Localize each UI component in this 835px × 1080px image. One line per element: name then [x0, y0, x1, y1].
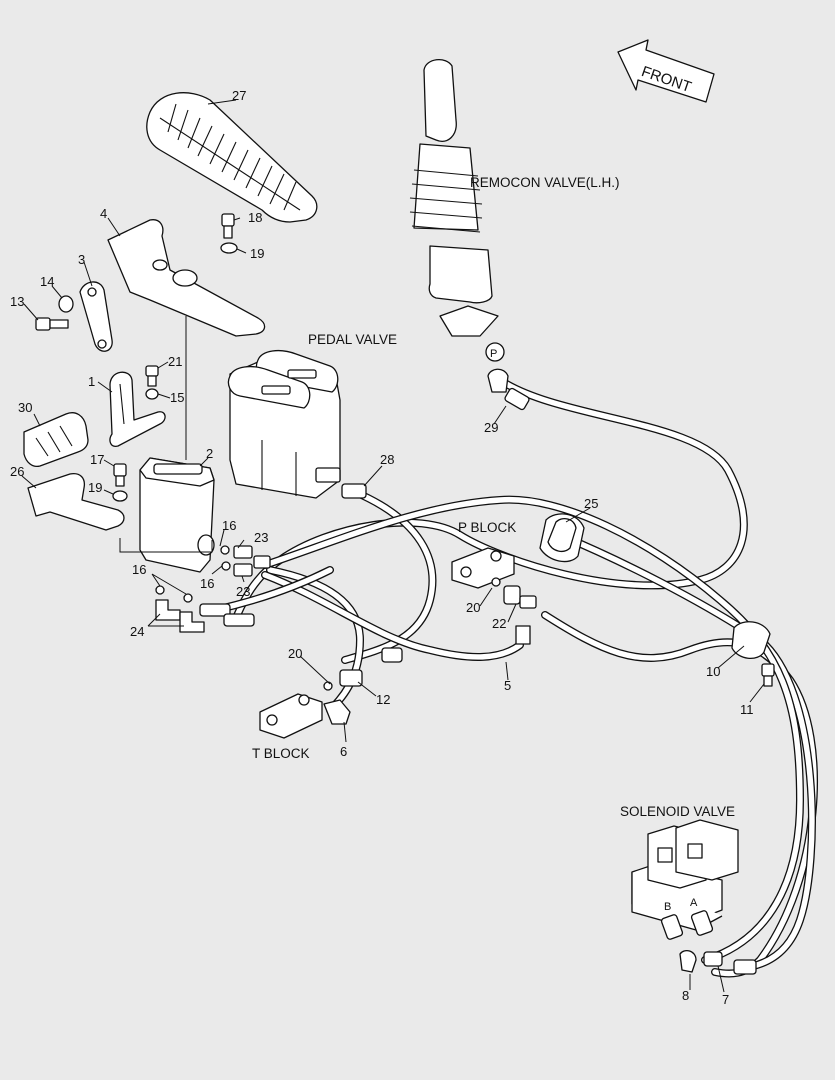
- p-block: [451, 547, 515, 589]
- callout-23-upper: 23: [254, 530, 268, 545]
- bolt-17: [113, 463, 127, 487]
- fitting-28: [341, 483, 367, 499]
- callout-21: 21: [168, 354, 182, 369]
- pedal-cover-27: [146, 92, 318, 223]
- callout-11: 11: [740, 702, 754, 717]
- pedal-valve-caption: PEDAL VALVE: [308, 332, 397, 347]
- callout-1: 1: [88, 374, 95, 389]
- callout-8: 8: [682, 988, 689, 1003]
- remocon-valve-caption: REMOCON VALVE(L.H.): [470, 175, 620, 190]
- callout-16-upper: 16: [222, 518, 236, 533]
- callout-16-left: 16: [132, 562, 146, 577]
- p-block-caption: P BLOCK: [458, 520, 516, 535]
- fitting-12: [339, 647, 403, 687]
- callout-22: 22: [492, 616, 506, 631]
- callout-24: 24: [130, 624, 144, 639]
- washer-14: [58, 295, 74, 313]
- callout-4: 4: [100, 206, 107, 221]
- callout-12: 12: [376, 692, 390, 707]
- callout-20-pblock: 20: [466, 600, 480, 615]
- callout-27: 27: [232, 88, 246, 103]
- pedal-pad-30: [23, 412, 89, 468]
- callout-30: 30: [18, 400, 32, 415]
- pedal-valve-double: [227, 349, 341, 499]
- bolt-21: [145, 365, 159, 387]
- o-ring-20-bottom: [323, 681, 333, 691]
- callout-6: 6: [340, 744, 347, 759]
- t-block: [259, 693, 323, 739]
- callout-25: 25: [584, 496, 598, 511]
- clamp-25: [539, 513, 585, 563]
- bolt-18: [221, 213, 235, 239]
- bolt-13: [35, 317, 69, 331]
- callout-26: 26: [10, 464, 24, 479]
- bolt-11: [761, 663, 775, 687]
- callout-10: 10: [706, 664, 720, 679]
- callout-2: 2: [206, 446, 213, 461]
- pedal-bracket-4: [107, 219, 266, 337]
- solenoid-valve: B A: [631, 819, 757, 975]
- front-arrow: FRONT: [617, 39, 715, 103]
- fitting-22: [503, 585, 537, 645]
- washer-15: [145, 388, 159, 400]
- pedal-lever-3: [79, 281, 113, 352]
- elbow-6: [323, 699, 351, 725]
- remocon-port-p-label: P: [490, 348, 497, 360]
- hose-group: [211, 376, 818, 978]
- washer-19-top: [220, 242, 238, 254]
- fitting-29: [504, 387, 530, 411]
- fittings-23: [233, 545, 271, 577]
- port-b-label: B: [664, 901, 671, 913]
- callout-3: 3: [78, 252, 85, 267]
- bracket-1: [109, 371, 166, 447]
- callout-19: 19: [250, 246, 264, 261]
- pedal-plate-26: [27, 472, 125, 531]
- solenoid-valve-caption: SOLENOID VALVE: [620, 804, 735, 819]
- callout-7: 7: [722, 992, 729, 1007]
- callout-14: 14: [40, 274, 54, 289]
- o-ring-20-top: [491, 577, 501, 587]
- callout-13: 13: [10, 294, 24, 309]
- leader-lines: [21, 99, 765, 993]
- callout-23-lower: 23: [236, 584, 250, 599]
- washer-19-bottom: [112, 490, 128, 502]
- callout-18: 18: [248, 210, 262, 225]
- callout-16-mid: 16: [200, 576, 214, 591]
- remocon-valve: [409, 59, 509, 393]
- callout-19-lower: 19: [88, 480, 102, 495]
- callout-numbers: 27 18 19 4 3 14 13 1 21 15 30 26 17 19 2…: [10, 88, 754, 1007]
- callout-5: 5: [504, 678, 511, 693]
- pedal-valve-body-2: [139, 457, 215, 573]
- callout-17: 17: [90, 452, 104, 467]
- port-a-label: A: [690, 897, 698, 909]
- callout-28: 28: [380, 452, 394, 467]
- t-block-caption: T BLOCK: [252, 746, 310, 761]
- callout-29: 29: [484, 420, 498, 435]
- callout-20-tblock: 20: [288, 646, 302, 661]
- o-rings-16: [155, 545, 231, 603]
- elbows-24: [155, 599, 255, 633]
- clamp-10: [731, 621, 771, 659]
- callout-15: 15: [170, 390, 184, 405]
